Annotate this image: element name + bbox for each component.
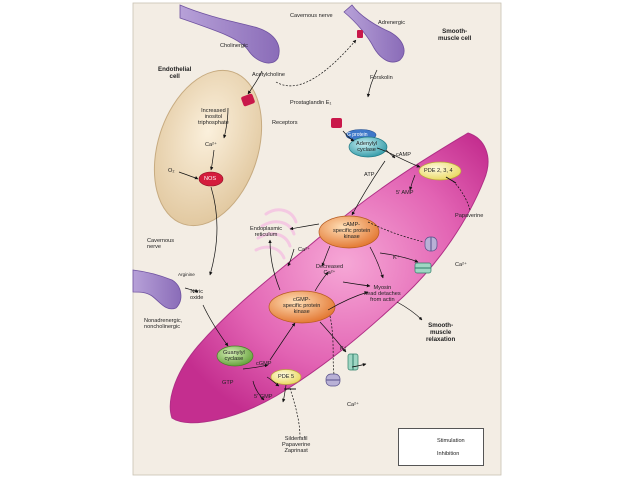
receptor-adrenergic bbox=[357, 30, 363, 38]
legend-inhibition-label: Inhibition bbox=[437, 451, 460, 457]
label-smooth-muscle-relaxation: Smooth- muscle relaxation bbox=[426, 322, 456, 343]
adrenergic-nerve bbox=[343, 4, 405, 63]
calcium-channel-lower bbox=[325, 373, 341, 387]
label-papaverine-right: Papaverine bbox=[455, 213, 484, 219]
label-acetylcholine: Acetylcholine bbox=[252, 72, 285, 78]
legend-stimulation-label: Stimulation bbox=[437, 438, 465, 444]
stimulation-arrows bbox=[178, 69, 423, 403]
label-nos: NOS bbox=[204, 176, 217, 182]
label-ca-er: Ca²⁺ bbox=[298, 247, 310, 253]
potassium-channel-lower bbox=[347, 353, 359, 371]
label-increased-ip3: Increased inositol triphosphate bbox=[198, 108, 229, 127]
label-ca-endothelial: Ca²⁺ bbox=[205, 142, 217, 148]
label-smooth-muscle-cell: Smooth- muscle cell bbox=[438, 28, 472, 42]
cgmp-protein-kinase bbox=[268, 290, 336, 324]
label-guanylyl-cyclase: Guanylyl cyclase bbox=[223, 350, 245, 363]
label-endothelial-cell: Endothelial cell bbox=[158, 66, 192, 80]
label-forskolin: Forskolin bbox=[370, 75, 393, 81]
calcium-channel-upper bbox=[424, 236, 438, 252]
label-inhibitors: Sildenafil Papaverine Zaprinast bbox=[282, 436, 311, 455]
label-5-gmp: 5′ GMP bbox=[254, 394, 273, 400]
nos-enzyme bbox=[198, 171, 224, 187]
label-adenylyl-cyclase: Adenylyl cyclase bbox=[356, 141, 378, 154]
label-gtp: GTP bbox=[222, 380, 234, 386]
adenylyl-cyclase bbox=[348, 136, 388, 158]
potassium-channel-upper bbox=[414, 262, 432, 274]
cholinergic-nerve bbox=[179, 4, 280, 64]
label-cavernous-nerve-left: Cavernous nerve bbox=[147, 238, 175, 251]
label-cavernous-nerve-top: Cavernous nerve bbox=[290, 13, 333, 19]
nonadrenergic-nerve bbox=[132, 269, 182, 310]
camp-protein-kinase bbox=[318, 215, 380, 249]
label-g-protein: G protein bbox=[347, 132, 368, 138]
label-o2: O₂ bbox=[168, 168, 175, 174]
label-myosin: Myosin head detaches from actin bbox=[364, 285, 401, 304]
label-pde234: PDE 2, 3, 4 bbox=[424, 168, 453, 174]
label-pde5: PDE 5 bbox=[278, 374, 295, 380]
label-prostaglandin: Prostaglandin E₁ bbox=[290, 100, 332, 106]
label-ca-upper-channel: Ca²⁺ bbox=[455, 262, 467, 268]
pde-2-3-4 bbox=[418, 161, 462, 181]
label-adrenergic: Adrenergic bbox=[378, 20, 406, 26]
label-cgmp-protein-kinase: cGMP- specific protein kinase bbox=[283, 297, 321, 316]
label-receptors: Receptors bbox=[272, 120, 298, 126]
label-arginine: Arginine bbox=[178, 272, 195, 277]
label-5-amp: 5′ AMP bbox=[396, 190, 414, 196]
inhibit-bar-pde234 bbox=[445, 176, 457, 184]
label-nonadrenergic: Nonadrenergic, noncholinergic bbox=[144, 318, 183, 331]
label-decreased-ca: Decreased Ca²⁺ bbox=[316, 264, 344, 277]
label-nitric-oxide: Nitric oxide bbox=[190, 289, 204, 302]
endoplasmic-reticulum bbox=[254, 208, 298, 260]
label-cgmp: cGMP bbox=[256, 361, 272, 367]
label-k-upper: K⁺ bbox=[393, 255, 400, 261]
guanylyl-cyclase bbox=[216, 345, 254, 367]
label-camp: cAMP bbox=[396, 152, 411, 158]
legend-box bbox=[398, 428, 484, 466]
receptor-prostaglandin bbox=[331, 118, 342, 128]
label-endoplasmic-reticulum: Endoplasmic reticulum bbox=[250, 226, 283, 239]
label-k-lower: K⁺ bbox=[340, 346, 347, 352]
label-camp-protein-kinase: cAMP- specific protein kinase bbox=[333, 222, 371, 241]
label-ca-lower: Ca²⁺ bbox=[347, 402, 359, 408]
label-atp: ATP bbox=[364, 172, 375, 178]
pde-5 bbox=[270, 369, 302, 385]
endothelial-cell bbox=[153, 69, 263, 227]
receptor-acetylcholine bbox=[241, 93, 255, 107]
label-cholinergic: Cholinergic bbox=[220, 43, 248, 49]
